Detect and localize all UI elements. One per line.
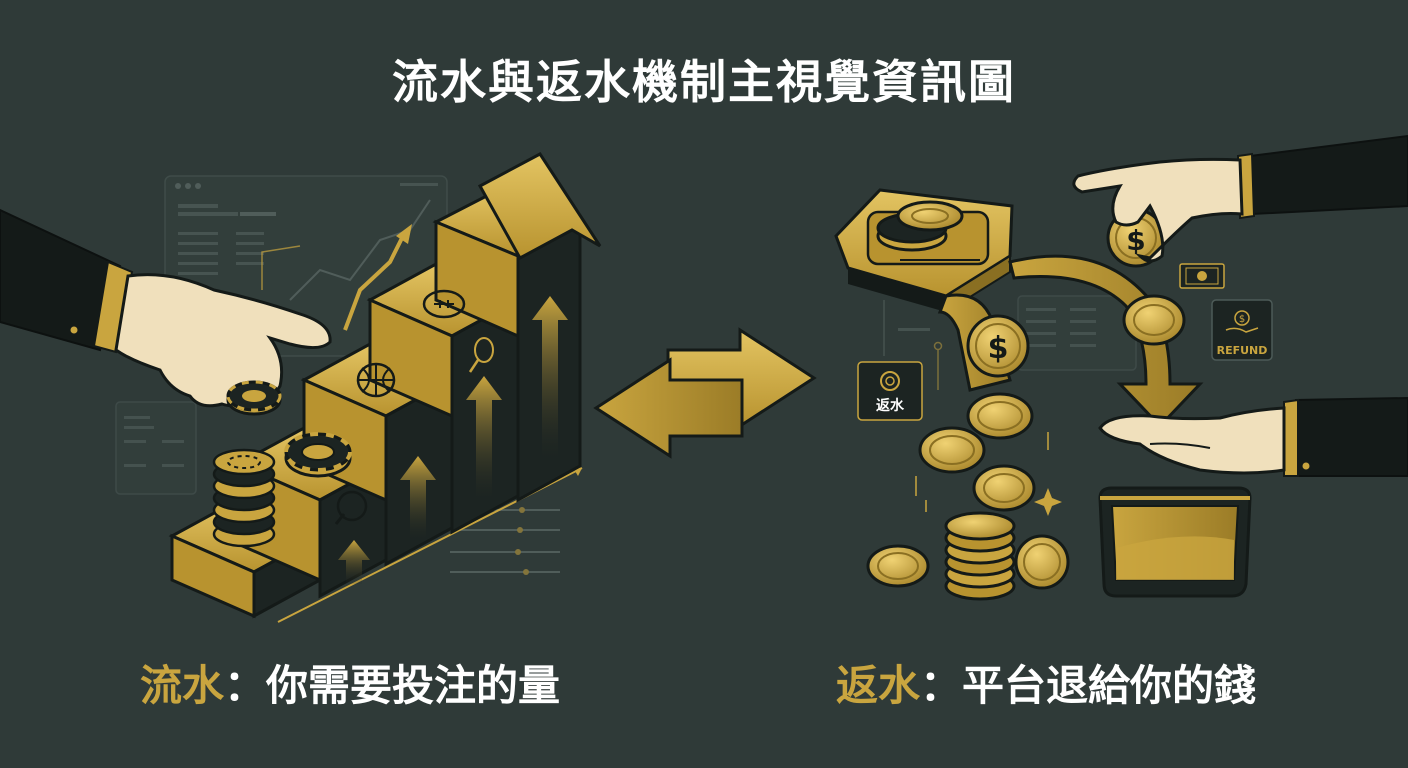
dollar-coin-icon: $ <box>966 314 1030 378</box>
right-caption-separator: ： <box>920 661 963 710</box>
cash-bill-icon <box>1179 263 1225 289</box>
collection-tray <box>1098 486 1252 598</box>
poker-chip-icon <box>284 432 352 478</box>
left-caption-description: 你需要投注的量 <box>266 661 561 710</box>
sparkle-icon <box>915 432 1062 516</box>
trend-arrow <box>261 224 412 331</box>
platform-coin-box <box>834 188 1014 314</box>
held-coin-symbol: $ <box>1126 224 1145 257</box>
betting-volume-staircase <box>168 152 602 619</box>
shuttlecock-icon <box>334 490 368 525</box>
right-caption: 返水：平台退給你的錢 <box>836 652 1256 713</box>
basketball-icon <box>356 362 396 398</box>
exchange-arrows-icon <box>593 327 817 459</box>
refund-coin-symbol: $ <box>1239 314 1245 325</box>
dollar-coin-symbol: $ <box>988 331 1009 366</box>
rebate-badge-label: 返水 <box>876 397 905 414</box>
poker-chip-stack <box>212 448 276 548</box>
left-caption-separator: ： <box>224 661 267 710</box>
refund-badge: $ REFUND <box>1211 299 1273 361</box>
betting-hand <box>0 208 332 416</box>
coin-piles <box>866 511 1070 601</box>
dashboard-lower-panel <box>115 401 197 495</box>
tennis-racket-icon <box>468 337 494 373</box>
left-caption-term: 流水 <box>140 661 225 710</box>
right-caption-description: 平台退給你的錢 <box>962 661 1257 710</box>
giving-hand <box>1072 134 1408 263</box>
american-football-icon <box>422 289 466 319</box>
left-caption: 流水：你需要投注的量 <box>140 652 560 713</box>
page-title: 流水與返水機制主視覺資訊圖 <box>392 55 1016 109</box>
refund-badge-label: REFUND <box>1217 344 1268 357</box>
rebate-badge: 返水 <box>857 361 923 421</box>
receiving-hand <box>1098 396 1408 477</box>
right-caption-term: 返水 <box>836 661 921 710</box>
falling-coins: $ $ <box>918 208 1186 512</box>
